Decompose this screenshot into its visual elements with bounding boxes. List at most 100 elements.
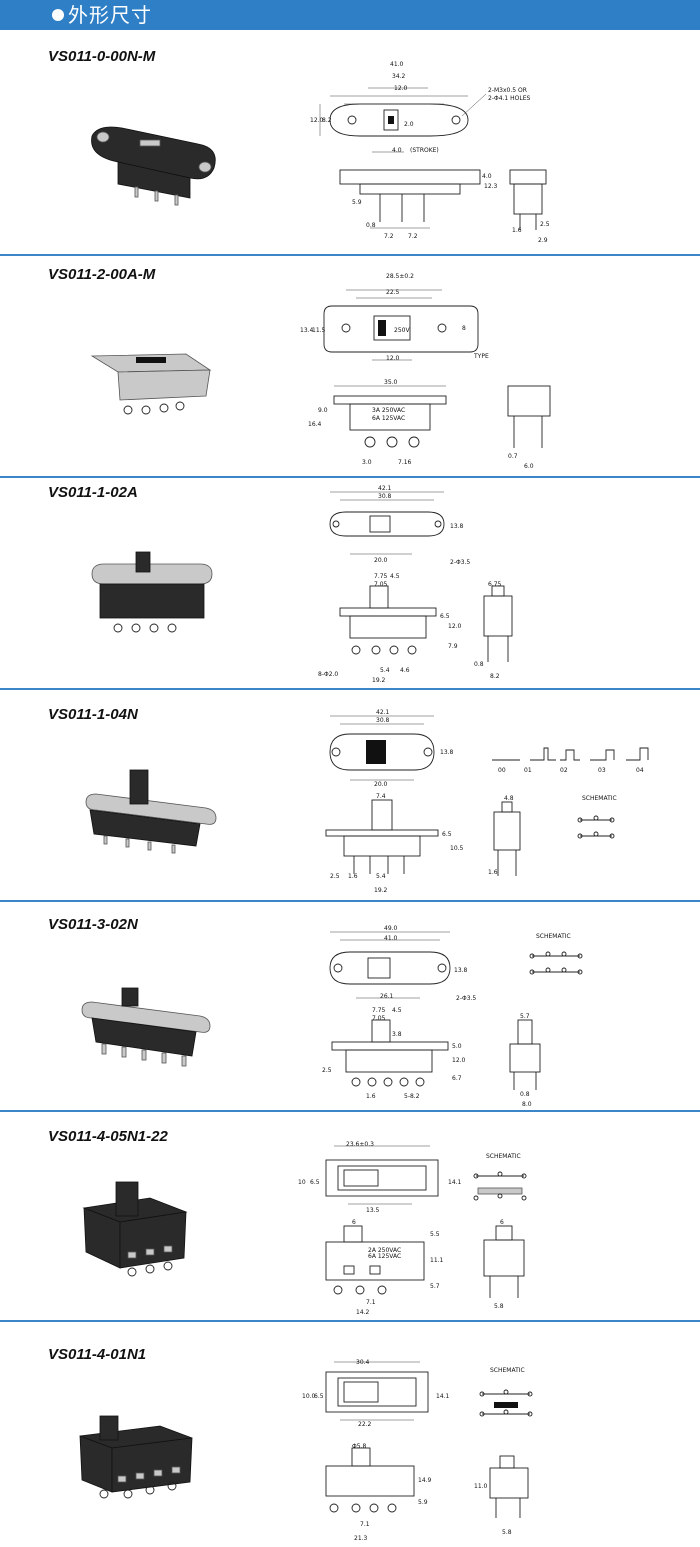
svg-text:8: 8 xyxy=(462,325,466,332)
svg-text:2-Φ3.5: 2-Φ3.5 xyxy=(456,995,476,1002)
svg-text:2.5: 2.5 xyxy=(322,1067,332,1074)
svg-text:6.75: 6.75 xyxy=(488,581,502,588)
top-view-drawing: 49.0 41.0 13.8 26.1 2-Φ3.5 xyxy=(329,925,476,1002)
svg-text:49.0: 49.0 xyxy=(384,925,398,932)
section-3-drawings: 42.1 30.8 13.8 20.0 2-Φ3.5 7.75 7.05 4.5… xyxy=(91,485,513,684)
svg-text:5.4: 5.4 xyxy=(380,667,390,674)
svg-text:42.1: 42.1 xyxy=(376,709,390,716)
svg-text:6.5: 6.5 xyxy=(442,831,452,838)
svg-text:7.2: 7.2 xyxy=(408,233,418,240)
front-view-drawing: Φ5.8 14.9 5.9 7.1 21.3 xyxy=(325,1443,432,1542)
product-section-1: VS011-0-00N-M 41.0 34.2 12.0 xyxy=(0,32,700,254)
svg-text:02: 02 xyxy=(560,767,568,774)
model-title: VS011-2-00A-M xyxy=(48,266,156,283)
top-view-drawing: 42.1 30.8 13.8 20.0 xyxy=(329,709,454,788)
svg-text:2A 250VAC: 2A 250VAC xyxy=(368,1247,401,1254)
svg-text:250V: 250V xyxy=(394,327,410,334)
section-2-drawings: 28.5±0.2 22.5 13.4 11.5 250V 8 12.0 TYPE… xyxy=(90,273,551,470)
svg-text:20.0: 20.0 xyxy=(374,557,388,564)
svg-text:41.0: 41.0 xyxy=(384,935,398,942)
svg-text:2-Φ3.5: 2-Φ3.5 xyxy=(450,559,470,566)
svg-text:10: 10 xyxy=(298,1179,306,1186)
svg-text:5.9: 5.9 xyxy=(418,1499,428,1506)
svg-text:7.9: 7.9 xyxy=(448,643,458,650)
product-section-3: VS011-1-02A 42.1 30.8 13.8 20.0 2-Φ3.5 xyxy=(0,478,700,688)
section-divider xyxy=(0,1320,700,1322)
svg-text:6.5: 6.5 xyxy=(440,613,450,620)
svg-text:4.5: 4.5 xyxy=(390,573,400,580)
svg-text:41.0: 41.0 xyxy=(390,61,404,68)
svg-text:30.8: 30.8 xyxy=(376,717,390,724)
svg-text:7.75: 7.75 xyxy=(374,573,388,580)
svg-text:19.2: 19.2 xyxy=(374,887,388,894)
section-4-drawings: 42.1 30.8 13.8 20.0 7.4 6.5 10.5 2.5 1.6… xyxy=(85,709,649,894)
svg-text:11.5: 11.5 xyxy=(312,327,326,334)
svg-text:7.1: 7.1 xyxy=(360,1521,370,1528)
product-section-5: VS011-3-02N 49.0 41.0 13.8 26.1 2-Φ3.5 xyxy=(0,902,700,1110)
product-section-2: VS011-2-00A-M 28.5±0.2 22.5 13.4 11.5 25… xyxy=(0,256,700,476)
svg-text:22.5: 22.5 xyxy=(386,289,400,296)
svg-text:4.0: 4.0 xyxy=(392,147,402,154)
product-section-7: VS011-4-01N1 30.4 10.0 6.5 14.1 2 xyxy=(0,1322,700,1547)
product-photo xyxy=(90,353,212,415)
product-photo xyxy=(79,1415,193,1499)
product-photo xyxy=(81,987,211,1067)
svg-text:6.0: 6.0 xyxy=(524,463,534,470)
side-view-drawing: 11.0 5.8 xyxy=(474,1455,529,1536)
svg-text:2-Φ4.1 HOLES: 2-Φ4.1 HOLES xyxy=(488,95,531,102)
svg-text:6: 6 xyxy=(500,1219,504,1226)
svg-text:6.7: 6.7 xyxy=(452,1075,462,1082)
svg-text:13.8: 13.8 xyxy=(440,749,454,756)
svg-text:23.6±0.3: 23.6±0.3 xyxy=(346,1141,374,1148)
svg-text:12.3: 12.3 xyxy=(484,183,498,190)
svg-text:16.4: 16.4 xyxy=(308,421,322,428)
front-view-drawing: 7.75 7.05 4.5 19.2 8-Φ2.0 5.4 4.6 6.5 12… xyxy=(318,573,462,684)
svg-text:35.0: 35.0 xyxy=(384,379,398,386)
section-divider xyxy=(0,1110,700,1112)
section-divider xyxy=(0,688,700,690)
svg-text:2.5: 2.5 xyxy=(540,221,550,228)
svg-text:26.1: 26.1 xyxy=(380,993,394,1000)
svg-text:7.1: 7.1 xyxy=(366,1299,376,1306)
svg-text:5.5: 5.5 xyxy=(430,1231,440,1238)
svg-text:7.2: 7.2 xyxy=(384,233,394,240)
svg-text:04: 04 xyxy=(636,767,644,774)
schematic-drawing: SCHEMATIC xyxy=(577,795,617,839)
svg-text:8.0: 8.0 xyxy=(522,1101,532,1108)
front-view-drawing: 7.4 6.5 10.5 2.5 1.6 5.4 19.2 xyxy=(325,793,464,894)
svg-text:2.0: 2.0 xyxy=(404,121,414,128)
section-divider xyxy=(0,254,700,256)
svg-text:4.5: 4.5 xyxy=(392,1007,402,1014)
svg-text:7.16: 7.16 xyxy=(398,459,412,466)
side-view-drawing: 6.75 0.8 8.2 xyxy=(474,581,513,680)
svg-text:9.0: 9.0 xyxy=(318,407,328,414)
svg-text:3.8: 3.8 xyxy=(392,1031,402,1038)
svg-text:TYPE: TYPE xyxy=(473,353,489,360)
svg-text:Φ5.8: Φ5.8 xyxy=(352,1443,366,1450)
model-title: VS011-4-05N1-22 xyxy=(48,1128,168,1145)
section-7-drawings: 30.4 10.0 6.5 14.1 22.2 Φ5.8 14.9 5.9 7.… xyxy=(79,1359,533,1542)
section-divider xyxy=(0,900,700,902)
svg-text:12.0: 12.0 xyxy=(452,1057,466,1064)
svg-text:03: 03 xyxy=(598,767,606,774)
product-photo xyxy=(91,551,213,633)
svg-text:1.6: 1.6 xyxy=(348,873,358,880)
top-view-drawing: 42.1 30.8 13.8 20.0 2-Φ3.5 xyxy=(329,485,470,566)
svg-text:14.2: 14.2 xyxy=(356,1309,370,1316)
svg-text:7.4: 7.4 xyxy=(376,793,386,800)
front-view-drawing: 0.8 7.2 7.2 5.9 4.0 12.3 xyxy=(339,169,498,240)
product-photo xyxy=(91,126,216,206)
svg-text:4.8: 4.8 xyxy=(504,795,514,802)
product-section-4: VS011-1-04N 42.1 30.8 13.8 20.0 xyxy=(0,690,700,900)
top-view-drawing: 23.6±0.3 10 6.5 14.1 13.5 xyxy=(298,1141,462,1214)
svg-text:6.5: 6.5 xyxy=(314,1393,324,1400)
svg-text:28.5±0.2: 28.5±0.2 xyxy=(386,273,414,280)
top-view-drawing: 41.0 34.2 12.0 12.0 8.2 2.0 4.0 (STROKE)… xyxy=(310,61,531,154)
svg-text:4.6: 4.6 xyxy=(400,667,410,674)
svg-text:10.0: 10.0 xyxy=(302,1393,316,1400)
svg-text:13.5: 13.5 xyxy=(366,1207,380,1214)
svg-text:12.0: 12.0 xyxy=(386,355,400,362)
section-divider xyxy=(0,476,700,478)
svg-text:3A 250VAC: 3A 250VAC xyxy=(372,407,405,414)
svg-text:12.0: 12.0 xyxy=(394,85,408,92)
